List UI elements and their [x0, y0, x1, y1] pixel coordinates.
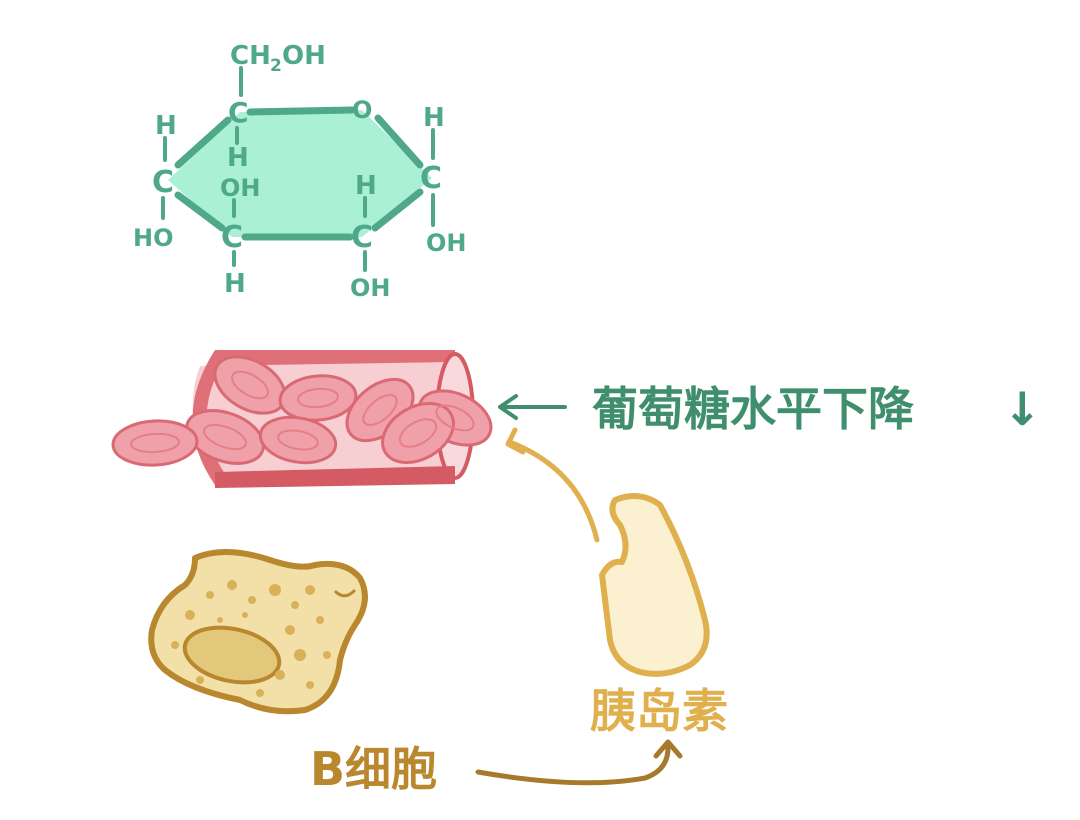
b-cell-granules: [171, 580, 331, 697]
insulin-shape: [599, 493, 710, 677]
b-cell-body: [148, 548, 368, 715]
c5-atom-text: C: [228, 96, 249, 129]
c2-oh-text: OH: [350, 274, 391, 302]
bond-c1-c2: [371, 188, 424, 232]
insulin-molecule: 胰岛素: [505, 427, 728, 738]
c1-oh-text: OH: [426, 229, 467, 257]
ring-o-text: O: [352, 96, 372, 124]
c1-h-text: H: [423, 103, 445, 133]
ch2oh-sub-text: 2: [270, 56, 282, 76]
c1-atom-text: C: [420, 161, 442, 196]
glucose-ring-bonds: [246, 106, 356, 116]
ch2oh-ch-text: CH: [230, 41, 271, 71]
insulin-to-vessel-arrow: [509, 440, 600, 543]
b-cell-arrowhead: [653, 739, 683, 759]
left-arrow-head: [498, 394, 518, 420]
c3-h-text: H: [224, 269, 246, 299]
blood-vessel: [111, 350, 493, 488]
vessel-bottom-wall: [215, 466, 455, 488]
down-arrow-glyph: ↓: [1003, 382, 1042, 436]
b-cell-nucleus: [182, 625, 282, 685]
c2-h-text: H: [355, 171, 377, 201]
c4-atom-text: C: [152, 165, 174, 200]
c5-h-text: H: [227, 143, 249, 173]
glucose-drop-label: 葡萄糖水平下降: [592, 382, 914, 436]
rbc-dimples: [130, 370, 475, 454]
c4-h-text: H: [155, 111, 177, 141]
glucose-drop-indicator: 葡萄糖水平下降 ↓: [498, 382, 1042, 436]
red-blood-cell: [258, 415, 338, 465]
red-blood-cell: [111, 419, 199, 467]
glucose-molecule: CH 2 OH C O H H C HO OH C H H C OH H C O…: [133, 41, 467, 302]
b-cell: B细胞: [148, 548, 683, 796]
c4-ho-text: HO: [133, 224, 174, 252]
c3-oh-text: OH: [220, 174, 261, 202]
insulin-label: 胰岛素: [590, 684, 728, 738]
bond-c4-c5: [174, 116, 232, 169]
red-blood-cell: [381, 402, 455, 464]
red-blood-cells: [111, 355, 493, 467]
c3-atom-text: C: [221, 220, 243, 255]
c2-atom-text: C: [351, 220, 373, 255]
b-cell-to-insulin-arrow: [475, 745, 671, 786]
bond-o-c1: [374, 114, 424, 169]
insulin-arrowhead: [505, 427, 526, 455]
red-blood-cell: [278, 374, 358, 422]
bond-c3-c4: [174, 191, 226, 232]
red-blood-cell: [185, 409, 265, 465]
b-cell-smile: [334, 589, 356, 598]
b-cell-label: B细胞: [310, 742, 437, 796]
ch2oh-oh-text: OH: [282, 41, 326, 71]
